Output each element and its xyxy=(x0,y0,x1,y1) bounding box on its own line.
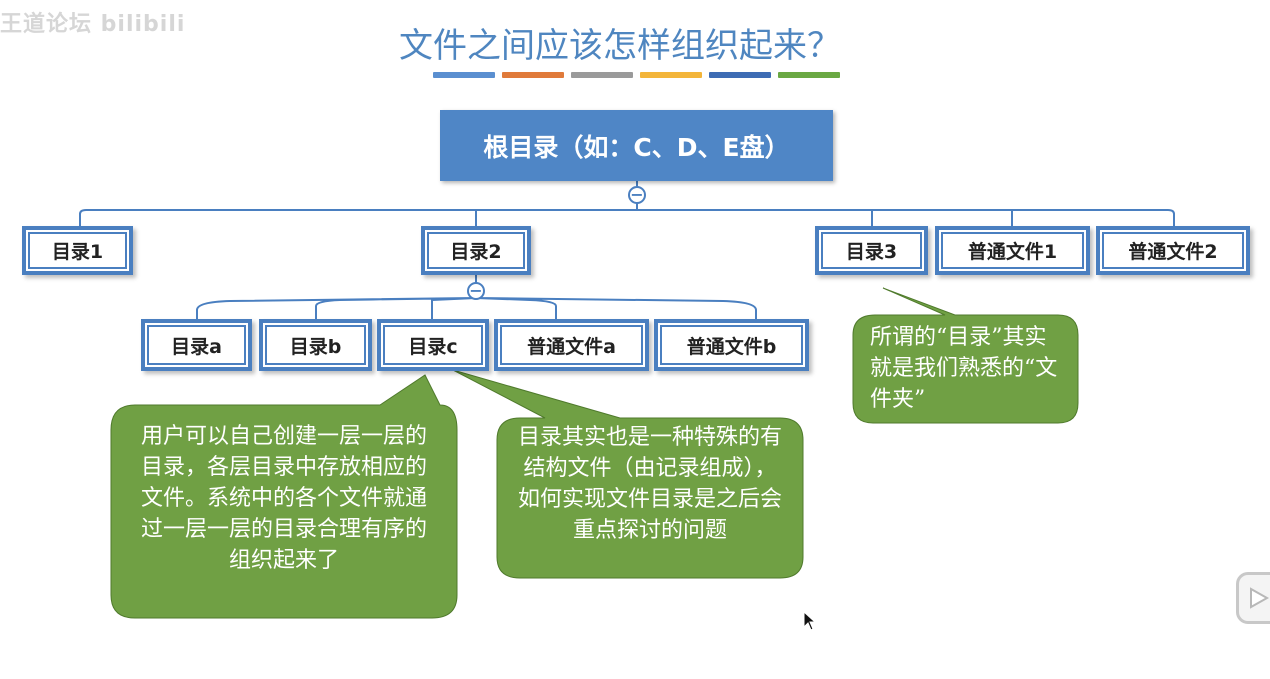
dir2-collapse-icon[interactable]: − xyxy=(467,282,485,300)
title-bar-1 xyxy=(433,72,495,78)
watermark: 王道论坛 bilibili xyxy=(0,12,186,37)
title-bar-5 xyxy=(709,72,771,78)
node-dir-c[interactable]: 目录c xyxy=(377,319,489,371)
callout-middle-bubble xyxy=(452,369,804,579)
node-dir-2[interactable]: 目录2 xyxy=(421,226,531,275)
title-bar-4 xyxy=(640,72,702,78)
node-dir-1[interactable]: 目录1 xyxy=(22,226,133,275)
node-file-a[interactable]: 普通文件a xyxy=(494,319,649,371)
node-file-1[interactable]: 普通文件1 xyxy=(935,226,1090,275)
node-file-b[interactable]: 普通文件b xyxy=(654,319,809,371)
callout-middle-text: 目录其实也是一种特殊的有结构文件（由记录组成），如何实现文件目录是之后会重点探讨… xyxy=(517,425,782,543)
title-bar-3 xyxy=(571,72,633,78)
callout-left-text: 用户可以自己创建一层一层的目录，各层目录中存放相应的文件。系统中的各个文件就通过… xyxy=(140,424,427,573)
node-dir-b[interactable]: 目录b xyxy=(259,319,372,371)
node-dir-a[interactable]: 目录a xyxy=(141,319,252,371)
player-icon[interactable] xyxy=(1236,572,1270,624)
root-collapse-icon[interactable]: − xyxy=(628,186,646,204)
root-branch xyxy=(79,181,1175,226)
node-file-2[interactable]: 普通文件2 xyxy=(1096,226,1250,275)
mouse-cursor-icon xyxy=(803,611,817,631)
node-dir-3[interactable]: 目录3 xyxy=(815,226,928,275)
root-directory-node[interactable]: 根目录（如：C、D、E盘） xyxy=(440,110,833,181)
callout-left-bubble xyxy=(110,374,458,619)
title-color-bars xyxy=(433,72,841,78)
callouts xyxy=(110,287,1079,619)
page-title: 文件之间应该怎样组织起来？ xyxy=(399,26,841,66)
callout-right-bubble xyxy=(852,287,1079,424)
title-bar-2 xyxy=(502,72,564,78)
callout-right-text: 所谓的“目录”其实就是我们熟悉的“文件夹” xyxy=(870,325,1058,412)
title-bar-6 xyxy=(778,72,840,78)
